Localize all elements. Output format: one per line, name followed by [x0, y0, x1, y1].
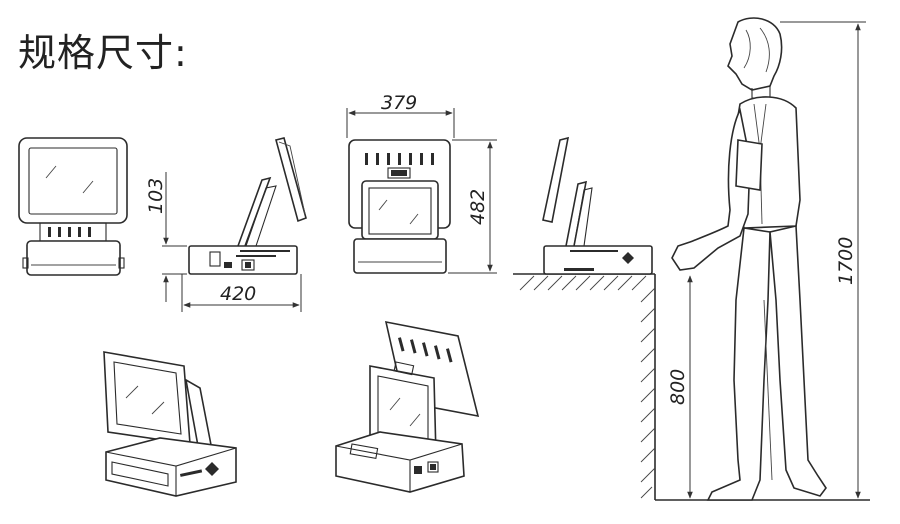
- rear-view-drawing: 379 482: [346, 92, 497, 274]
- person-drawing: 1700 800: [667, 17, 866, 501]
- perspective-front-drawing: [103, 351, 237, 497]
- dimension-height-small: 103: [145, 178, 167, 214]
- front-view-drawing: [18, 137, 128, 276]
- page-title: 规格尺寸:: [18, 31, 188, 75]
- side-view-drawing: 103 420: [145, 137, 307, 312]
- dimension-counter-height: 800: [667, 369, 689, 405]
- dimension-height: 482: [467, 189, 489, 225]
- dimension-depth: 420: [220, 283, 256, 305]
- dimension-width: 379: [381, 92, 417, 114]
- counter-view-drawing: [513, 136, 870, 501]
- perspective-rear-drawing: [335, 320, 480, 493]
- dimension-person-height: 1700: [835, 237, 857, 285]
